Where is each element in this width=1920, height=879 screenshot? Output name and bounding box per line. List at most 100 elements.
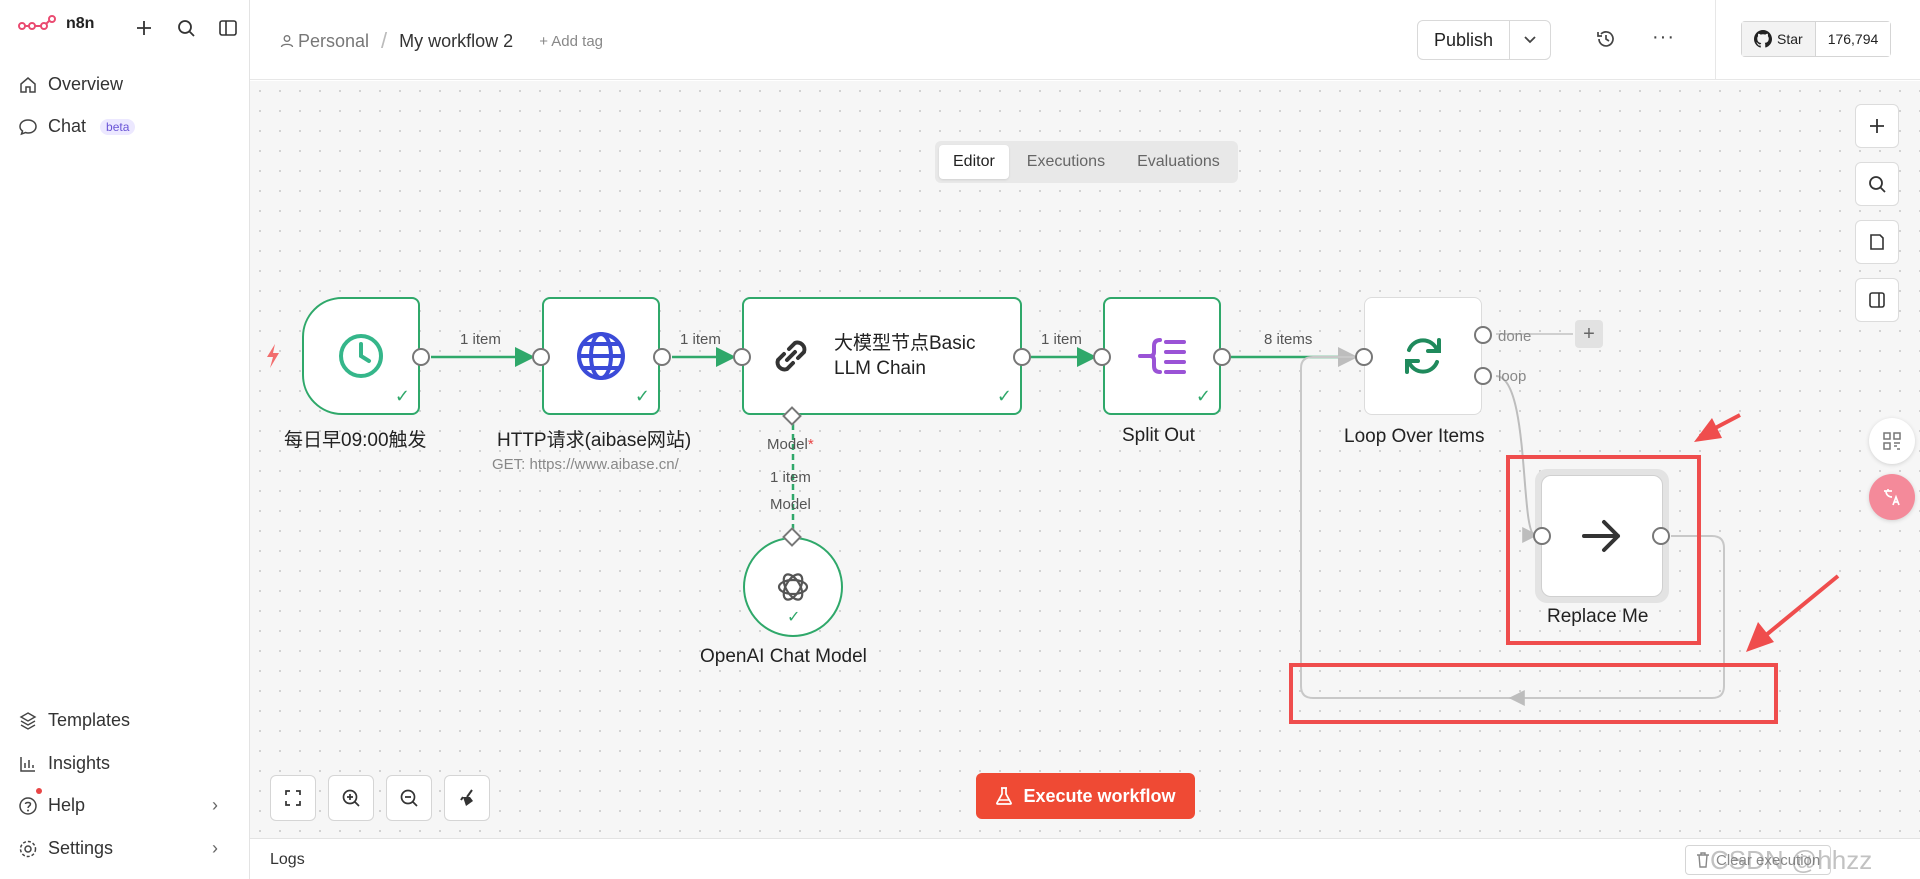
sidebar-item-templates[interactable]: Templates [18,710,130,731]
clock-icon [339,334,383,378]
star-count: 176,794 [1815,22,1891,56]
clear-execution-button[interactable]: Clear execution [1685,845,1832,875]
chevron-right-icon: › [212,795,218,815]
node-label: 每日早09:00触发 [284,430,427,451]
search-nodes-button[interactable] [1855,162,1899,206]
success-check-icon: ✓ [996,386,1012,406]
node-title-line1: 大模型节点Basic [834,333,976,354]
translate-tool-button[interactable] [1869,474,1915,520]
add-tag-button[interactable]: + Add tag [539,32,604,50]
workflow-name[interactable]: My workflow 2 [399,30,514,51]
sidebar-item-label: Templates [48,710,131,730]
edge-item-count: 8 items [1264,331,1313,348]
chevron-right-icon: › [212,838,218,858]
header-divider [1715,0,1716,80]
sidebar-item-label: Settings [48,838,114,858]
flask-icon [996,787,1013,805]
github-star-button[interactable]: Star 176,794 [1741,21,1892,57]
star-label: Star [1777,31,1803,47]
templates-icon [19,711,37,730]
success-check-icon: ✓ [634,386,650,406]
grid-icon [1883,432,1901,450]
sidebar-item-label: Chat [48,116,87,136]
sidebar-item-chat[interactable]: Chat beta [18,116,136,137]
output-port[interactable] [1213,348,1231,366]
execute-workflow-button[interactable]: Execute workflow [976,773,1195,819]
logs-panel[interactable]: Logs Clear execution CSDN @hhzz [250,838,1920,879]
search-icon[interactable] [174,16,198,40]
done-label: done [1498,328,1532,345]
output-port[interactable] [653,348,671,366]
breadcrumb: Personal / My workflow 2 + Add tag [280,28,603,54]
publish-dropdown[interactable] [1510,21,1550,59]
panel-icon [1869,292,1885,308]
sidebar-item-label: Help [48,795,86,815]
breadcrumb-separator: / [381,28,388,53]
execute-label: Execute workflow [1023,785,1176,806]
sidebar-item-settings[interactable]: Settings › [18,838,234,859]
project-name: Personal [298,30,370,51]
github-icon [1754,30,1772,48]
node-split-out[interactable]: ✓ [1103,297,1221,415]
n8n-logo-icon [18,15,56,30]
view-tabs: Editor Executions Evaluations [935,141,1238,183]
note-icon [1870,234,1884,250]
search-icon [1869,176,1886,193]
success-check-icon: ✓ [1195,386,1211,406]
trash-icon [1697,852,1709,868]
workflow-canvas[interactable]: Editor Executions Evaluations [250,81,1920,838]
sidebar-item-label: Insights [48,753,111,773]
broom-icon [460,789,473,806]
insights-icon [20,756,35,772]
sidebar: n8n Overview Chat beta Templates Insight… [0,0,250,879]
zoom-out-button[interactable] [386,775,432,821]
history-icon [1597,31,1614,47]
add-node-button[interactable]: + [1575,320,1603,348]
tab-editor[interactable]: Editor [939,145,1009,179]
sticky-note-button[interactable] [1855,220,1899,264]
history-button[interactable] [1595,28,1617,55]
zoom-in-icon [342,789,360,807]
user-icon [280,35,294,48]
node-subtitle: GET: https://www.aibase.cn/ [492,456,679,473]
sidebar-toggle-icon[interactable] [216,16,240,40]
tab-evaluations[interactable]: Evaluations [1137,153,1220,170]
output-port[interactable] [1013,348,1031,366]
zoom-in-button[interactable] [328,775,374,821]
model-edge-count: 1 item [770,469,811,486]
node-label: HTTP请求(aibase网站) [497,430,692,451]
output-port[interactable] [412,348,430,366]
output-port-done[interactable] [1474,326,1492,344]
node-basic-llm-chain[interactable]: 大模型节点Basic LLM Chain ✓ [742,297,1022,415]
publish-button[interactable]: Publish [1418,21,1511,59]
sidebar-item-overview[interactable]: Overview [18,74,123,95]
globe-icon [577,332,625,380]
node-label: OpenAI Chat Model [700,646,867,667]
fit-view-button[interactable] [270,775,316,821]
logs-title: Logs [270,851,305,868]
n8n-logo[interactable]: n8n [18,14,94,34]
link-icon [775,340,807,372]
project-link[interactable]: Personal [280,31,369,52]
home-icon [20,76,36,93]
more-icon[interactable]: ··· [1652,26,1675,48]
panel-toggle-button[interactable] [1855,278,1899,322]
sidebar-item-insights[interactable]: Insights [18,753,110,774]
openai-icon [777,573,809,601]
tidy-up-button[interactable] [444,775,490,821]
node-label: Split Out [1122,425,1195,446]
header: Personal / My workflow 2 + Add tag Publi… [250,0,1920,80]
translate-icon [1884,489,1900,506]
add-icon[interactable] [132,16,156,40]
qr-tool-button[interactable] [1869,418,1915,464]
edge-item-count: 1 item [1041,331,1082,348]
help-notification-dot [36,788,42,794]
tab-executions[interactable]: Executions [1026,153,1106,170]
edge-item-count: 1 item [680,331,721,348]
add-node-panel-button[interactable] [1855,104,1899,148]
sidebar-item-help[interactable]: Help › [18,795,234,816]
settings-icon [19,840,37,857]
model-port-label: Model* [767,436,814,453]
fit-view-icon [285,790,301,806]
